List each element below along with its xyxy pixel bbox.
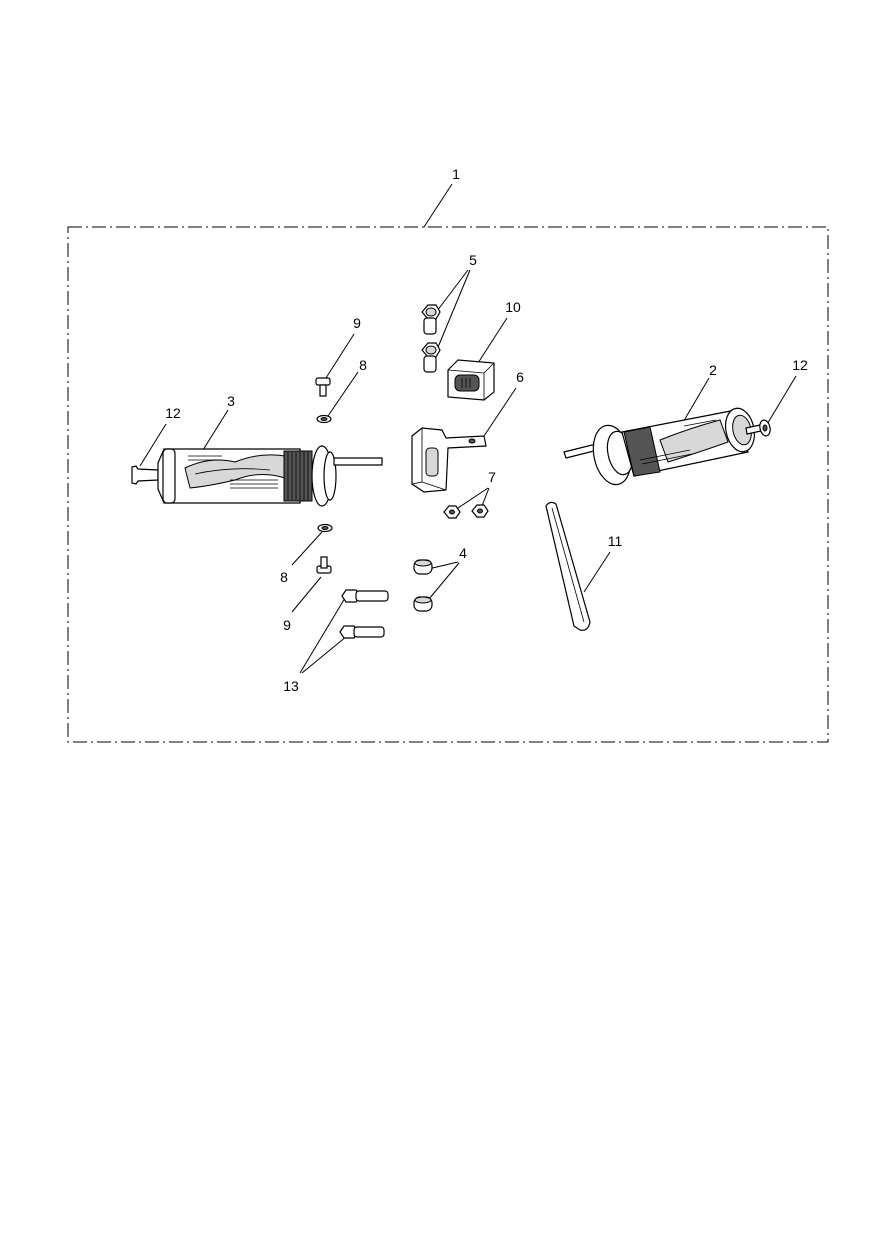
- callout-7: 7: [488, 469, 496, 485]
- washer-8-upper: [316, 414, 332, 424]
- cable-tie-11: [545, 501, 591, 631]
- bolts-5: [421, 304, 441, 373]
- callout-1: 1: [452, 166, 460, 182]
- callout-5: 5: [469, 252, 477, 268]
- screw-9-lower: [316, 556, 332, 574]
- callout-6: 6: [516, 369, 524, 385]
- left-grip: [131, 445, 383, 507]
- callout-4: 4: [459, 545, 467, 561]
- callout-12: 12: [792, 357, 808, 373]
- kit-boundary: [67, 226, 829, 743]
- spacers-4: [413, 559, 433, 612]
- callout-11: 11: [608, 533, 623, 549]
- bracket-6: [411, 427, 487, 493]
- callout-2: 2: [709, 362, 717, 378]
- callout-10: 10: [505, 299, 521, 315]
- right-grip: [563, 407, 771, 486]
- screw-9-upper: [315, 377, 331, 397]
- switch-10: [447, 359, 495, 401]
- callout-8: 8: [280, 569, 288, 585]
- callout-12: 12: [165, 405, 181, 421]
- washer-8-lower: [317, 523, 333, 533]
- callout-13: 13: [283, 678, 299, 694]
- callout-9: 9: [283, 617, 291, 633]
- nuts-7: [443, 504, 489, 519]
- callout-8: 8: [359, 357, 367, 373]
- bolts-13: [339, 589, 389, 639]
- callout-9: 9: [353, 315, 361, 331]
- callout-labels: 1 5 10 9 8 6 2 12 12 3 7 4 11 8 9 13: [165, 166, 808, 694]
- callout-3: 3: [227, 393, 235, 409]
